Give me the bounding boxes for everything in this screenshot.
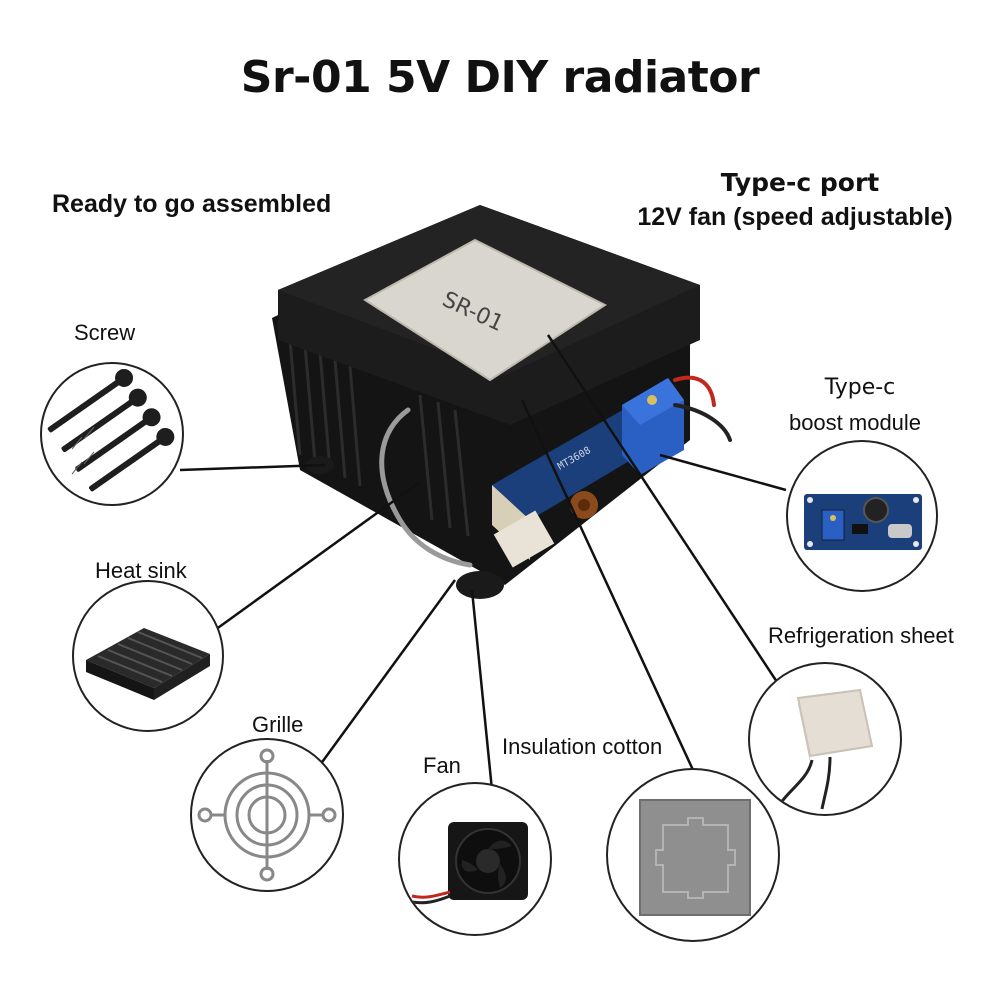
label-refrigeration-sheet: Refrigeration sheet: [768, 623, 954, 648]
boost-module-icon: [804, 494, 922, 550]
label-boost-module: boost module: [788, 410, 922, 435]
leader-refrigeration: [546, 334, 779, 683]
circle-screw: [40, 362, 184, 506]
leader-heat-sink: [214, 480, 421, 632]
circle-grille: [190, 738, 344, 892]
circle-insulation-cotton: [606, 768, 780, 942]
subtitle-fan-speed: 12V fan (speed adjustable): [637, 203, 953, 231]
subtitle-typec-port: Type-c port: [720, 168, 880, 197]
circle-refrigeration-sheet: [748, 662, 902, 816]
sr01-plate: SR-01: [363, 238, 608, 382]
leader-fan: [470, 589, 494, 791]
typec-connector: [493, 510, 555, 568]
label-boost-typec: Type-c: [824, 375, 896, 400]
label-fan: Fan: [423, 753, 461, 778]
leader-insulation: [520, 399, 695, 771]
leader-grille: [318, 579, 457, 766]
circle-heat-sink: [72, 580, 224, 732]
label-insulation-cotton: Insulation cotton: [502, 734, 663, 759]
leader-screw: [179, 463, 326, 472]
circle-fan: [398, 782, 552, 936]
label-screw: Screw: [74, 320, 136, 345]
label-heat-sink: Heat sink: [95, 558, 187, 583]
page-title: Sr-01 5V DIY radiator: [240, 52, 760, 103]
grille-icon: [197, 748, 337, 882]
heat-sink-icon: [86, 628, 210, 700]
subtitle-assembled: Ready to go assembled: [52, 190, 332, 218]
boost-module-pcb: MT3608: [492, 378, 684, 568]
fan-wires: [379, 375, 732, 568]
circle-boost-module: [786, 440, 938, 592]
label-grille: Grille: [252, 712, 304, 737]
fan-icon: [411, 822, 528, 905]
refrigeration-sheet-icon: [778, 688, 874, 810]
leader-boost-module: [659, 453, 787, 492]
leader-lines: [179, 334, 787, 791]
insulation-cotton-icon: [639, 799, 751, 916]
screw-icon: [47, 368, 175, 492]
